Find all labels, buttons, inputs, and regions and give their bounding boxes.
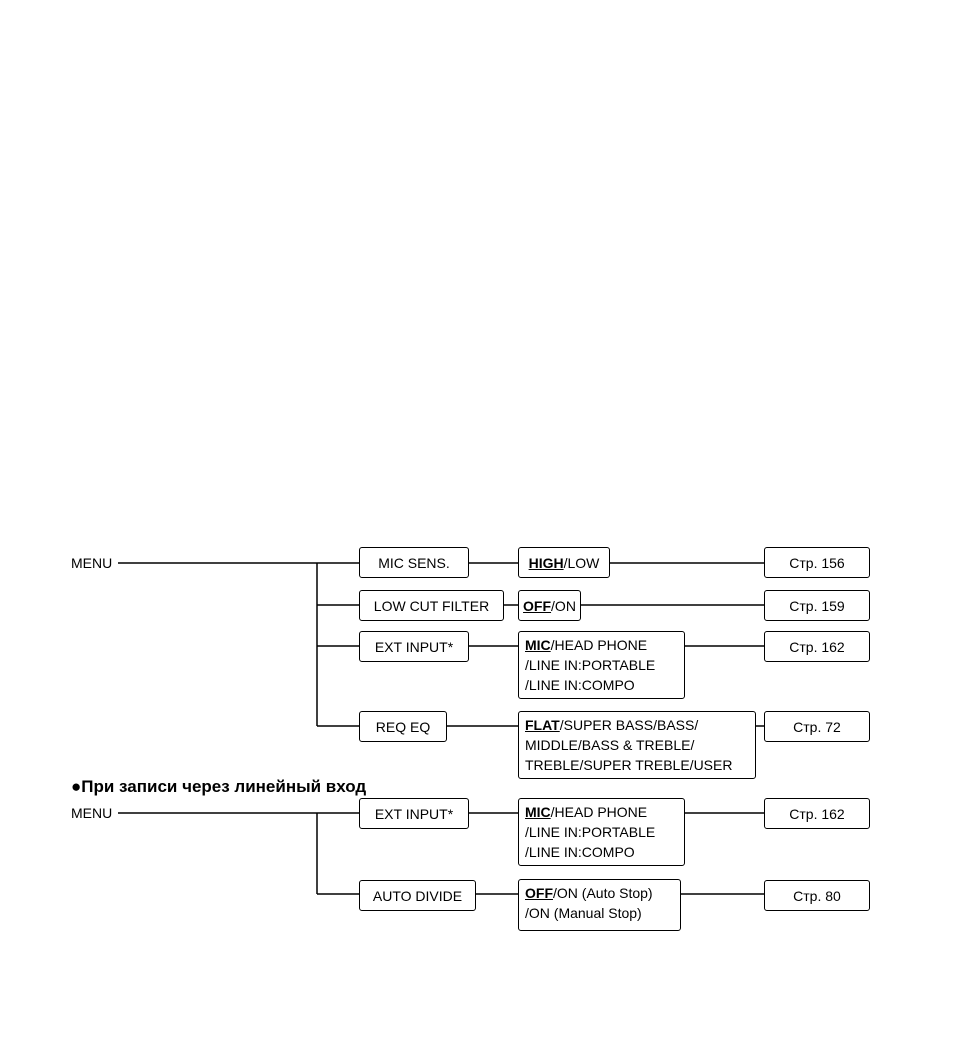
option-line: /LINE IN:PORTABLE (525, 824, 656, 840)
page-reference: Стр. 156 (764, 547, 870, 578)
option-rest: /HEAD PHONE (550, 637, 648, 653)
menu-label: MENU (71, 805, 113, 821)
default-option: OFF (523, 597, 552, 614)
option-line: /LINE IN:COMPO (525, 844, 635, 860)
option-rest: /SUPER BASS/BASS/ (559, 717, 699, 733)
option-line: FLAT/SUPER BASS/BASS/ (525, 715, 749, 735)
menu-item-mic-sens: MIC SENS. (359, 547, 469, 578)
page-reference: Стр. 162 (764, 798, 870, 829)
option-box-ext-input: MIC/HEAD PHONE /LINE IN:PORTABLE /LINE I… (518, 798, 685, 866)
menu-label: MENU (71, 555, 113, 571)
page-reference: Стр. 72 (764, 711, 870, 742)
option-line: /ON (Manual Stop) (525, 905, 642, 921)
option-box-auto-divide: OFF/ON (Auto Stop) /ON (Manual Stop) (518, 879, 681, 931)
menu-item-auto-divide: AUTO DIVIDE (359, 880, 476, 911)
option-rest: /ON (551, 597, 576, 614)
default-option: OFF (525, 885, 553, 901)
menu-item-ext-input: EXT INPUT* (359, 798, 469, 829)
page-reference: Стр. 159 (764, 590, 870, 621)
default-option: MIC (525, 637, 551, 653)
option-line: MIDDLE/BASS & TREBLE/ (525, 737, 695, 753)
page-reference: Стр. 162 (764, 631, 870, 662)
option-box-low-cut-filter: OFF/ON (518, 590, 581, 621)
option-line: TREBLE/SUPER TREBLE/USER (525, 757, 733, 773)
option-rest: /ON (Auto Stop) (553, 885, 653, 901)
option-line: MIC/HEAD PHONE (525, 635, 678, 655)
option-line: /LINE IN:COMPO (525, 677, 635, 693)
option-line: OFF/ON (Auto Stop) (525, 883, 674, 903)
page-reference: Стр. 80 (764, 880, 870, 911)
menu-item-ext-input: EXT INPUT* (359, 631, 469, 662)
option-box-req-eq: FLAT/SUPER BASS/BASS/ MIDDLE/BASS & TREB… (518, 711, 756, 779)
section-heading: ●При записи через линейный вход (71, 777, 367, 796)
option-box-ext-input: MIC/HEAD PHONE /LINE IN:PORTABLE /LINE I… (518, 631, 685, 699)
default-option: HIGH (528, 554, 564, 571)
menu-item-low-cut-filter: LOW CUT FILTER (359, 590, 504, 621)
option-line: MIC/HEAD PHONE (525, 802, 678, 822)
option-rest: /HEAD PHONE (550, 804, 648, 820)
menu-item-req-eq: REQ EQ (359, 711, 447, 742)
option-rest: /LOW (563, 554, 600, 571)
default-option: FLAT (525, 717, 560, 733)
option-line: /LINE IN:PORTABLE (525, 657, 656, 673)
option-box-mic-sens: HIGH/LOW (518, 547, 610, 578)
default-option: MIC (525, 804, 551, 820)
